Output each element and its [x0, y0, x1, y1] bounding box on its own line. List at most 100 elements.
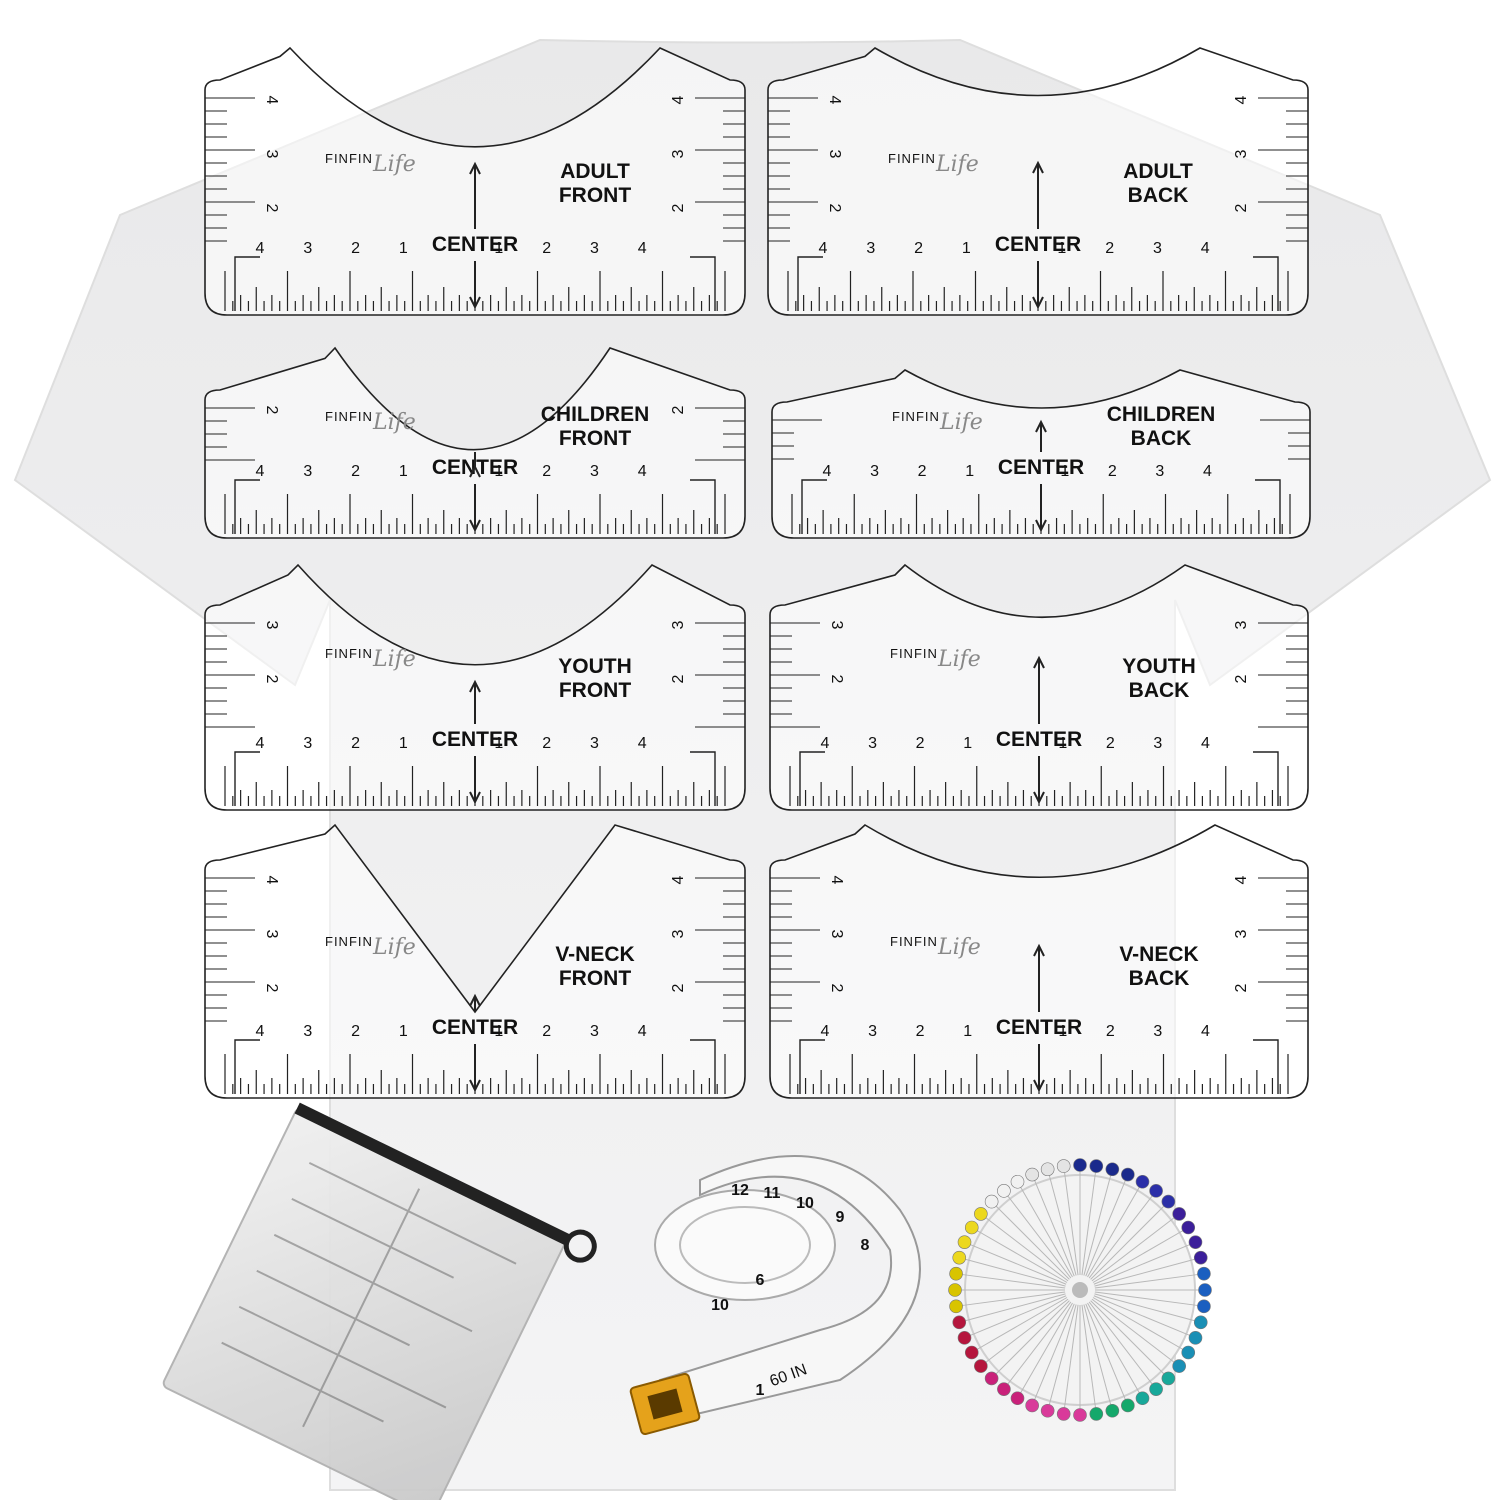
pin-shaft [1087, 1302, 1143, 1399]
scale-number: 3 [1153, 1023, 1162, 1040]
pin-head [997, 1184, 1011, 1198]
pin-shaft [1092, 1297, 1189, 1353]
scale-number: 1 [399, 240, 408, 257]
pin-shaft [980, 1213, 1069, 1282]
scale-number: 4 [823, 463, 832, 480]
brand-name: FINFIN [888, 151, 936, 166]
pin-shaft [959, 1257, 1066, 1287]
pin-shaft [971, 1227, 1068, 1283]
pin-head [949, 1266, 963, 1281]
scale-number: 4 [638, 1023, 647, 1040]
pin-head [1105, 1403, 1120, 1418]
tape-number: 8 [861, 1237, 870, 1254]
brand-name: FINFIN [890, 934, 938, 949]
center-label: CENTER [995, 233, 1081, 256]
brand-script: Life [935, 152, 979, 177]
pin-head [952, 1250, 967, 1265]
pin-head [1010, 1391, 1025, 1406]
scale-number: 1 [1057, 240, 1066, 257]
pin-shaft [1090, 1201, 1169, 1280]
brand-script: Life [939, 410, 983, 435]
pin-head [1010, 1174, 1025, 1189]
tape-number: 11 [764, 1185, 781, 1202]
tape-number: 1 [756, 1382, 765, 1399]
side-number: 2 [826, 204, 843, 213]
ruler-type-label: CHILDREN [541, 403, 650, 426]
side-number: 4 [828, 876, 845, 885]
pin-head [1040, 1403, 1055, 1418]
pin-head [1056, 1159, 1071, 1173]
pin-head [1025, 1398, 1039, 1413]
ruler-type-label: V-NECK [1119, 943, 1198, 966]
ruler-type-label: FRONT [559, 967, 631, 990]
scale-number: 4 [256, 463, 265, 480]
pin-head [1089, 1159, 1104, 1173]
pin-shaft [1031, 1174, 1075, 1277]
side-number: 4 [263, 96, 280, 105]
pin-shaft [971, 1297, 1068, 1353]
scale-number: 4 [1201, 1023, 1210, 1040]
scale-number: 3 [866, 240, 875, 257]
scale-number: 4 [821, 735, 830, 752]
pin-head [1161, 1371, 1176, 1386]
pin-shaft [1091, 1298, 1180, 1367]
pin-head [997, 1382, 1011, 1396]
scale-number: 4 [638, 240, 647, 257]
center-label: CENTER [998, 456, 1084, 479]
brand-name: FINFIN [325, 151, 373, 166]
center-label: CENTER [432, 728, 518, 751]
pin-shaft [1063, 1166, 1079, 1276]
brand-name: FINFIN [892, 409, 940, 424]
pin-head [1172, 1207, 1186, 1221]
pin-shaft [1093, 1295, 1196, 1339]
ruler-type-label: CHILDREN [1107, 403, 1216, 426]
pin-head [974, 1207, 988, 1221]
scale-number: 3 [1153, 240, 1162, 257]
scale-number: 3 [303, 735, 312, 752]
scale-number: 1 [399, 1023, 408, 1040]
pin-head [957, 1331, 972, 1345]
pin-head [1135, 1174, 1150, 1189]
brand-name: FINFIN [325, 646, 373, 661]
pin-shaft [1094, 1257, 1201, 1287]
ruler-type-label: ADULT [560, 160, 630, 183]
scale-number: 1 [494, 463, 503, 480]
pin-shaft [1003, 1190, 1072, 1279]
pin-head [1198, 1283, 1212, 1297]
pin-head [1089, 1407, 1104, 1421]
scale-number: 4 [256, 735, 265, 752]
ruler-type-label: FRONT [559, 184, 631, 207]
pin-head [1135, 1391, 1150, 1406]
ruler-type-label: BACK [1129, 967, 1190, 990]
pin-head [1197, 1266, 1211, 1281]
zip-pouch [162, 1102, 597, 1505]
scale-number: 4 [256, 1023, 265, 1040]
scale-number: 2 [1105, 240, 1114, 257]
center-label: CENTER [996, 1016, 1082, 1039]
scale-number: 2 [351, 240, 360, 257]
side-number: 2 [263, 406, 280, 415]
scale-number: 4 [256, 240, 265, 257]
scale-number: 1 [399, 735, 408, 752]
pin-head [949, 1299, 963, 1314]
ruler-type-label: BACK [1129, 679, 1190, 702]
tape-number: 12 [731, 1182, 749, 1199]
side-number: 3 [670, 929, 687, 938]
pin-shaft [964, 1295, 1067, 1339]
pin-shaft [1087, 1181, 1143, 1278]
scale-number: 4 [1201, 240, 1210, 257]
pin-head [1181, 1220, 1196, 1235]
side-number: 3 [826, 150, 843, 159]
pin-head [1121, 1167, 1135, 1182]
pin-head [1073, 1158, 1087, 1172]
pin-head [1197, 1299, 1211, 1314]
scale-number: 3 [590, 240, 599, 257]
scale-number: 3 [1153, 735, 1162, 752]
pin-shaft [1085, 1303, 1129, 1406]
side-number: 3 [1233, 929, 1250, 938]
brand-script: Life [372, 935, 416, 960]
scale-number: 3 [590, 735, 599, 752]
scale-number: 4 [638, 463, 647, 480]
